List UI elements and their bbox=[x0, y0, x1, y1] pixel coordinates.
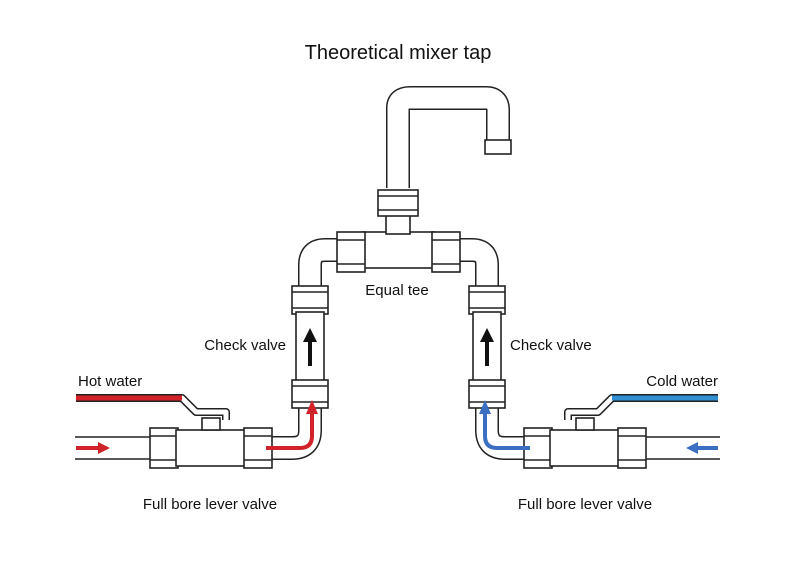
lever-valve-left bbox=[76, 394, 273, 469]
cold-flow-arrows bbox=[479, 400, 718, 454]
check-valve-right bbox=[468, 285, 506, 409]
check-valve-left bbox=[291, 285, 329, 409]
lever-valve-right bbox=[523, 394, 718, 469]
hot-flow-arrows bbox=[76, 400, 318, 454]
equal-tee bbox=[336, 189, 461, 273]
hot-elbow-arrow-icon bbox=[266, 400, 318, 450]
check-valve-right-label: Check valve bbox=[510, 337, 592, 354]
flow-arrow-icon bbox=[303, 328, 317, 366]
flow-arrow-icon bbox=[480, 328, 494, 366]
lever-valve-left-label: Full bore lever valve bbox=[143, 496, 277, 513]
lever-valve-right-label: Full bore lever valve bbox=[518, 496, 652, 513]
hot-water-label: Hot water bbox=[78, 373, 142, 390]
equal-tee-label: Equal tee bbox=[365, 282, 428, 299]
tap-spout bbox=[386, 86, 512, 188]
diagram-title: Theoretical mixer tap bbox=[305, 42, 492, 64]
lever-handle-left bbox=[76, 394, 230, 420]
supply-pipes bbox=[75, 436, 720, 460]
check-valve-left-label: Check valve bbox=[204, 337, 286, 354]
cold-inlet-arrow-icon bbox=[686, 442, 718, 454]
cold-water-label: Cold water bbox=[646, 373, 718, 390]
hot-inlet-arrow-icon bbox=[76, 442, 110, 454]
upper-pipework bbox=[298, 238, 499, 290]
lever-handle-right bbox=[564, 394, 718, 420]
cold-elbow-arrow-icon bbox=[479, 400, 530, 450]
